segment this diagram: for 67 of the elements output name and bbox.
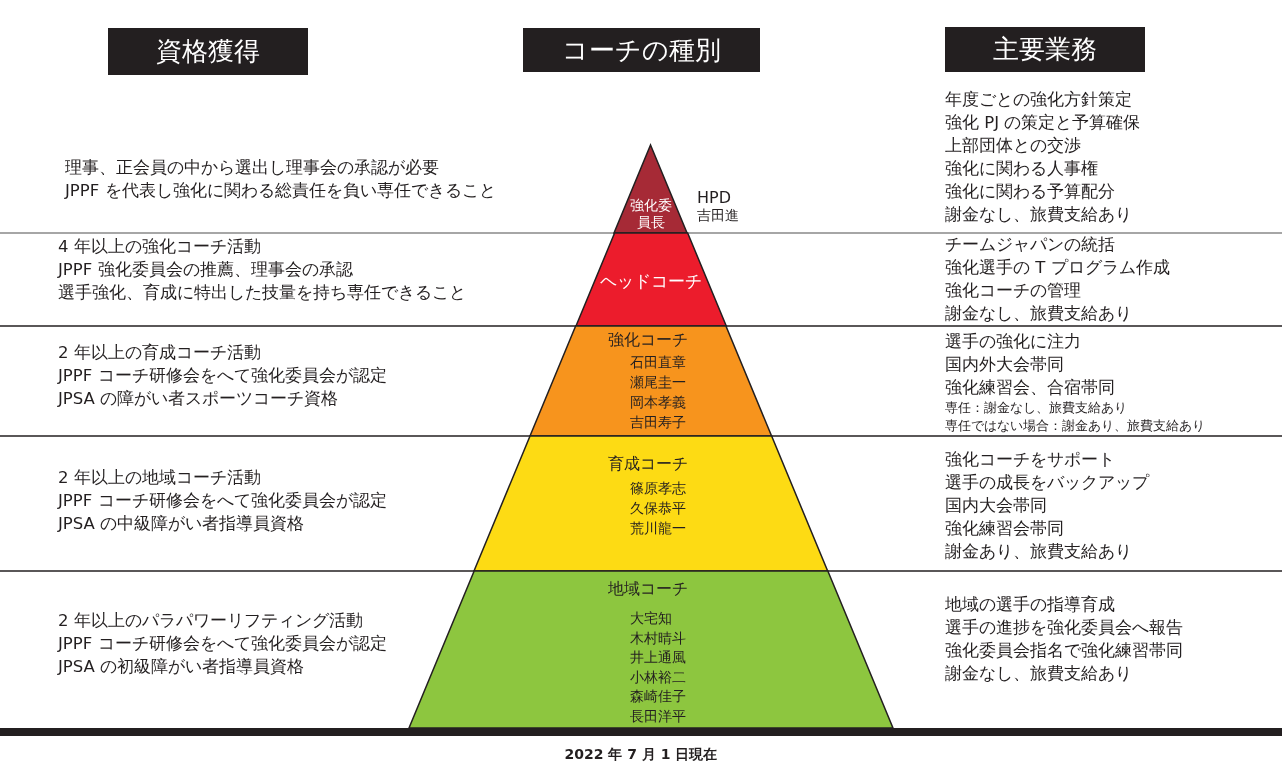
pyramid-tier xyxy=(614,145,688,233)
qualification-text: 2 年以上の育成コーチ活動 xyxy=(58,342,261,364)
qualification-text: JPSA の障がい者スポーツコーチ資格 xyxy=(58,388,339,410)
coach-name: 木村晴斗 xyxy=(630,629,686,648)
pyramid-tier xyxy=(409,571,893,728)
duty-text: 謝金なし、旅費支給あり xyxy=(945,204,1132,226)
coach-name: 瀬尾圭一 xyxy=(630,374,686,392)
duty-text: 強化 PJ の策定と予算確保 xyxy=(945,112,1141,134)
coach-name: 久保恭平 xyxy=(630,500,686,518)
duty-text: 地域の選手の指導育成 xyxy=(945,594,1115,616)
heading-box: 主要業務 xyxy=(945,27,1145,72)
coach-name: 篠原孝志 xyxy=(630,480,686,498)
heading-box: コーチの種別 xyxy=(523,28,760,72)
tier-title: 強化コーチ xyxy=(608,330,688,351)
qualification-text: JPPF コーチ研修会をへて強化委員会が認定 xyxy=(58,633,387,655)
coach-name: 大宅知 xyxy=(630,610,672,628)
qualification-text: 理事、正会員の中から選出し理事会の承認が必要 xyxy=(65,157,439,179)
qualification-text: 2 年以上のパラパワーリフティング活動 xyxy=(58,610,363,632)
qualification-text: JPPF コーチ研修会をへて強化委員会が認定 xyxy=(58,365,387,387)
duty-text: チームジャパンの統括 xyxy=(945,234,1115,256)
duty-text: 強化コーチをサポート xyxy=(945,449,1115,471)
qualification-text: JPSA の初級障がい者指導員資格 xyxy=(58,656,305,678)
pyramid-tier xyxy=(575,233,727,326)
duty-text: 強化委員会指名で強化練習帯同 xyxy=(945,640,1183,662)
coach-name: 吉田寿子 xyxy=(630,414,686,432)
heading-box: 資格獲得 xyxy=(108,28,308,75)
duty-text: 専任ではない場合：謝金あり、旅費支給あり xyxy=(945,418,1205,435)
caption: 2022 年 7 月 1 日現在 xyxy=(563,746,719,764)
beside-text: 吉田進 xyxy=(697,207,739,225)
qualification-text: 選手強化、育成に特出した技量を持ち専任できること xyxy=(58,282,466,304)
qualification-text: JPPF を代表し強化に関わる総責任を負い専任できること xyxy=(65,180,496,202)
coach-name: 石田直章 xyxy=(630,354,686,372)
qualification-text: JPPF 強化委員会の推薦、理事会の承認 xyxy=(58,259,353,281)
coach-name: 岡本孝義 xyxy=(630,394,686,412)
coach-name: 井上通風 xyxy=(630,649,686,667)
duty-text: 選手の進捗を強化委員会へ報告 xyxy=(945,617,1183,639)
duty-text: 選手の強化に注力 xyxy=(945,331,1081,353)
coach-name: 小林裕二 xyxy=(630,668,686,687)
duty-text: 強化コーチの管理 xyxy=(945,280,1081,302)
duty-text: 強化練習会帯同 xyxy=(945,518,1064,540)
tier-title: 育成コーチ xyxy=(608,454,688,475)
qualification-text: 4 年以上の強化コーチ活動 xyxy=(58,236,261,258)
duty-text: 謝金あり、旅費支給あり xyxy=(945,541,1132,563)
tier-title: 強化委員長 xyxy=(630,197,672,231)
duty-text: 強化に関わる人事権 xyxy=(945,158,1098,180)
beside-text: HPD xyxy=(697,188,731,207)
duty-text: 国内外大会帯同 xyxy=(945,354,1064,376)
tier-title: ヘッドコーチ xyxy=(599,270,703,293)
qualification-text: JPSA の中級障がい者指導員資格 xyxy=(58,513,305,535)
duty-text: 謝金なし、旅費支給あり xyxy=(945,303,1132,325)
coach-name: 長田洋平 xyxy=(630,707,686,726)
duty-text: 選手の成長をバックアップ xyxy=(945,472,1149,494)
duty-text: 強化練習会、合宿帯同 xyxy=(945,377,1115,399)
duty-text: 上部団体との交渉 xyxy=(945,135,1081,157)
pyramid-tier xyxy=(474,436,828,571)
pyramid-tier xyxy=(530,326,772,436)
duty-text: 国内大会帯同 xyxy=(945,495,1047,517)
duty-text: 年度ごとの強化方針策定 xyxy=(945,89,1132,111)
duty-text: 強化選手の T プログラム作成 xyxy=(945,257,1170,279)
tier-title: 地域コーチ xyxy=(608,579,688,600)
coach-name: 森崎佳子 xyxy=(630,688,686,706)
duty-text: 強化に関わる予算配分 xyxy=(945,181,1115,203)
qualification-text: 2 年以上の地域コーチ活動 xyxy=(58,467,261,489)
coach-name: 荒川龍一 xyxy=(630,520,686,538)
duty-text: 謝金なし、旅費支給あり xyxy=(945,663,1132,685)
qualification-text: JPPF コーチ研修会をへて強化委員会が認定 xyxy=(58,490,387,512)
duty-text: 専任：謝金なし、旅費支給あり xyxy=(945,400,1127,417)
